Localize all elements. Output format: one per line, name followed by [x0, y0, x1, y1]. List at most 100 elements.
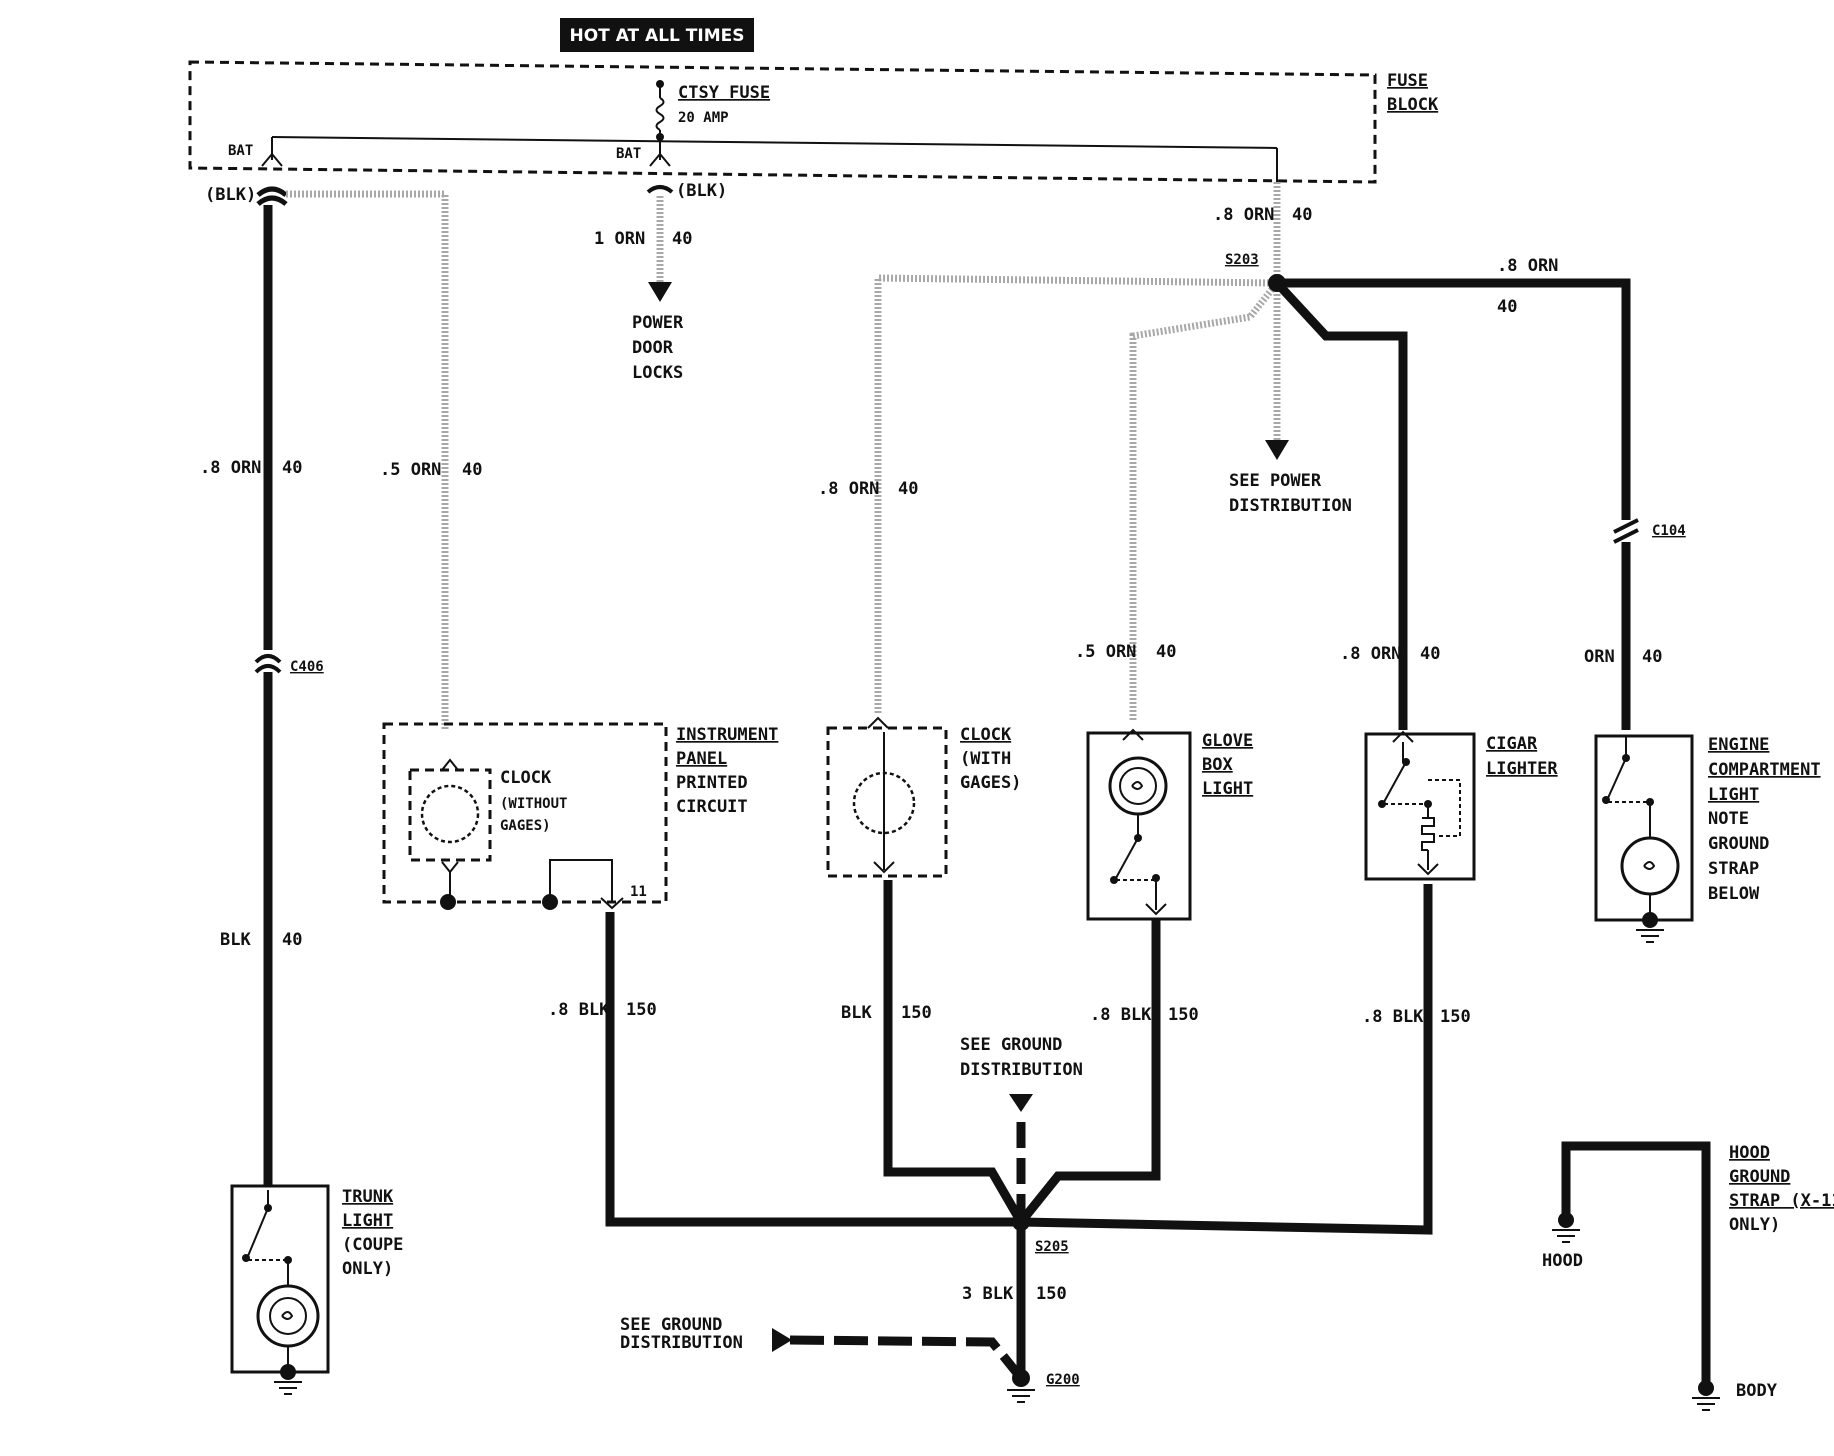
- fuse-block: FUSE BLOCK CTSY FUSE 20 AMP BAT BAT: [188, 60, 1439, 184]
- see-ground-bottom-1: SEE GROUND: [620, 1315, 722, 1335]
- engine-label-3: LIGHT: [1708, 785, 1759, 805]
- wire-engine-feed-gauge: ORN: [1584, 647, 1615, 667]
- wire-clock-gnd-gauge: BLK: [841, 1003, 872, 1023]
- glove-box-light: [1086, 728, 1192, 921]
- glove-label-3: LIGHT: [1202, 779, 1253, 799]
- wire-trunk-feed-circuit: 40: [282, 458, 302, 478]
- hood-strap-label-1: HOOD: [1729, 1143, 1770, 1163]
- clock-with-label-2: (WITH: [960, 749, 1011, 769]
- engine-compartment-light: [1594, 734, 1694, 943]
- wire-clock-gnd-circuit: 150: [901, 1003, 932, 1023]
- cigar-lighter: [1364, 730, 1476, 881]
- trunk-label-3: (COUPE: [342, 1235, 403, 1255]
- trunk-label-4: ONLY): [342, 1259, 393, 1279]
- wire-ip-gnd-circuit: 150: [626, 1000, 657, 1020]
- wire-glove-feed-gauge: .5 ORN: [1075, 642, 1136, 662]
- wire-door-locks-circuit: 40: [672, 229, 692, 249]
- wire-engine-feed-circuit: 40: [1642, 647, 1662, 667]
- bat-terminal-center: [649, 152, 671, 167]
- cigar-label-2: LIGHTER: [1486, 759, 1558, 779]
- engine-label-6: STRAP: [1708, 859, 1759, 879]
- trunk-light: [230, 1184, 330, 1395]
- connector-c406: C406: [254, 652, 324, 675]
- see-ground-bottom-2: DISTRIBUTION: [620, 1333, 743, 1353]
- splice-s203-dot: [1268, 274, 1286, 292]
- wire-trunk-gnd-circuit: 40: [282, 930, 302, 950]
- hood-ground-strap: HOOD BODY: [1542, 1141, 1778, 1411]
- fuse-block-label-2: BLOCK: [1387, 95, 1439, 115]
- wire-ip-feed-circuit: 40: [462, 460, 482, 480]
- s205-label: S205: [1035, 1239, 1069, 1255]
- fuse-block-label-1: FUSE: [1387, 71, 1428, 91]
- g200-ground: G200: [1007, 1369, 1080, 1403]
- wire-clock-gages-circuit: 40: [898, 479, 918, 499]
- wire-main-gnd-circuit: 150: [1036, 1284, 1067, 1304]
- s203-label: S203: [1225, 252, 1259, 268]
- hood-label: HOOD: [1542, 1251, 1583, 1271]
- trunk-label-2: LIGHT: [342, 1211, 393, 1231]
- splice-s205-dot: [1012, 1213, 1030, 1231]
- wire-glove-gnd-gauge: .8 BLK: [1090, 1005, 1152, 1025]
- wire-cigar-feed-gauge: .8 ORN: [1340, 644, 1401, 664]
- wire-fuse-s203-circuit: 40: [1292, 205, 1312, 225]
- wire-fuse-s203-gauge: .8 ORN: [1213, 205, 1274, 225]
- engine-label-4: NOTE: [1708, 809, 1749, 829]
- engine-label-1: ENGINE: [1708, 735, 1769, 755]
- glove-label-2: BOX: [1202, 755, 1233, 775]
- blk-left-label: (BLK): [205, 185, 256, 205]
- trunk-label-1: TRUNK: [342, 1187, 394, 1207]
- ip-label-4: CIRCUIT: [676, 797, 748, 817]
- see-power-1: SEE POWER: [1229, 471, 1322, 491]
- blk-center-label: (BLK): [676, 181, 727, 201]
- engine-label-7: BELOW: [1708, 884, 1760, 904]
- wire-glove-gnd-circuit: 150: [1168, 1005, 1199, 1025]
- clock-with-label-1: CLOCK: [960, 725, 1012, 745]
- clock-without-label-3: GAGES): [500, 818, 551, 834]
- c406-label: C406: [290, 659, 324, 675]
- engine-label-5: GROUND: [1708, 834, 1769, 854]
- wire-s203-right-gauge: .8 ORN: [1497, 256, 1558, 276]
- g200-label: G200: [1046, 1372, 1080, 1388]
- c104-label: C104: [1652, 523, 1686, 539]
- wire-cigar-gnd-gauge: .8 BLK: [1362, 1007, 1424, 1027]
- power-door-locks-3: LOCKS: [632, 363, 683, 383]
- wire-trunk-feed-gauge: .8 ORN: [200, 458, 261, 478]
- hood-strap-label-2: GROUND: [1729, 1167, 1790, 1187]
- wire-s203-right-circuit: 40: [1497, 297, 1517, 317]
- wire-main-gnd-gauge: 3 BLK: [962, 1284, 1014, 1304]
- hood-strap-label-3: STRAP (X-11: [1729, 1191, 1834, 1211]
- hot-at-all-times-header: HOT AT ALL TIMES: [560, 18, 754, 52]
- cigar-label-1: CIGAR: [1486, 734, 1538, 754]
- wire-ip-feed-gauge: .5 ORN: [380, 460, 441, 480]
- connector-c104: C104: [1612, 518, 1686, 544]
- bat-left-label: BAT: [228, 143, 253, 159]
- fuse-rating-label: 20 AMP: [678, 110, 729, 126]
- hot-label: HOT AT ALL TIMES: [570, 26, 745, 46]
- wire-door-locks-gauge: 1 ORN: [594, 229, 645, 249]
- power-door-locks-2: DOOR: [632, 338, 674, 358]
- wire-ip-gnd-gauge: .8 BLK: [548, 1000, 610, 1020]
- wire-cigar-feed-circuit: 40: [1420, 644, 1440, 664]
- see-power-2: DISTRIBUTION: [1229, 496, 1352, 516]
- see-ground-top-2: DISTRIBUTION: [960, 1060, 1083, 1080]
- wire-trunk-gnd-gauge: BLK: [220, 930, 251, 950]
- ip-label-3: PRINTED: [676, 773, 748, 793]
- ip-label-2: PANEL: [676, 749, 727, 769]
- hood-strap-label-4: ONLY): [1729, 1215, 1780, 1235]
- clock-without-label-1: CLOCK: [500, 768, 552, 788]
- ctsy-fuse-label: CTSY FUSE: [678, 83, 770, 103]
- bat-terminal-left: [261, 152, 283, 167]
- clock-without-label-2: (WITHOUT: [500, 796, 567, 812]
- ground-wires: [605, 880, 1433, 1381]
- clock-with-gages: [826, 716, 948, 878]
- see-ground-top-1: SEE GROUND: [960, 1035, 1062, 1055]
- clock-with-label-3: GAGES): [960, 773, 1021, 793]
- ip-label-1: INSTRUMENT: [676, 725, 778, 745]
- ip-pin-label: 11: [630, 884, 647, 900]
- wire-clock-gages-gauge: .8 ORN: [818, 479, 879, 499]
- wire-cigar-gnd-circuit: 150: [1440, 1007, 1471, 1027]
- body-label: BODY: [1736, 1381, 1778, 1401]
- wire-glove-feed-circuit: 40: [1156, 642, 1176, 662]
- instrument-panel-printed-circuit: 11 CLOCK (WITHOUT GAGES): [382, 722, 668, 910]
